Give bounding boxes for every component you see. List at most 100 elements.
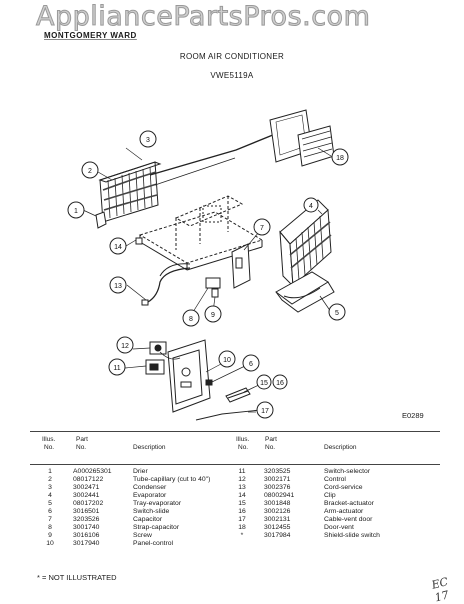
col-header-description-2: Description: [324, 444, 357, 451]
table-cell-desc: Shield-slide switch: [324, 532, 380, 539]
table-cell-illus: 10: [46, 540, 54, 547]
table-cell-desc: Evaporator: [133, 492, 167, 499]
brand-header: MONTGOMERY WARD: [44, 31, 137, 40]
svg-text:5: 5: [335, 310, 339, 317]
callout-1: 1: [67, 201, 85, 219]
evaporator-coil: [279, 199, 332, 288]
table-cell-part: 08017202: [73, 500, 104, 507]
callout-15: 15: [256, 374, 272, 390]
callout-14: 14: [109, 237, 127, 255]
table-top-rule: [30, 431, 440, 432]
table-cell-desc: Switch-selector: [324, 468, 371, 475]
watermark: AppliancePartsPros.com: [35, 1, 371, 33]
table-cell-illus: 16: [238, 508, 246, 515]
switch-selector: [145, 359, 165, 375]
callout-8: 8: [182, 309, 200, 327]
table-cell-illus: 18: [238, 524, 246, 531]
table-cell-illus: 5: [48, 500, 52, 507]
table-cell-desc: Door-vent: [324, 524, 354, 531]
table-cell-desc: Tube-capillary (cut to 40"): [133, 476, 211, 483]
col-header-description: Description: [133, 444, 166, 451]
bracket-actuator: [225, 387, 251, 403]
condenser-coil: [98, 161, 162, 223]
table-cell-part: 3001848: [264, 500, 291, 507]
svg-text:3: 3: [146, 137, 150, 144]
table-cell-illus: 7: [48, 516, 52, 523]
svg-text:1: 1: [74, 208, 78, 215]
footnote: * = NOT ILLUSTRATED: [37, 573, 117, 582]
callout-3: 3: [139, 130, 157, 148]
svg-text:12: 12: [121, 343, 129, 350]
svg-text:18: 18: [336, 155, 344, 162]
svg-text:6: 6: [249, 361, 253, 368]
callout-9: 9: [204, 305, 222, 323]
svg-text:8: 8: [189, 316, 193, 323]
table-cell-illus: 12: [238, 476, 246, 483]
table-cell-illus: 4: [48, 492, 52, 499]
table-cell-part: 3001740: [73, 524, 100, 531]
table-cell-part: A000265301: [73, 468, 112, 475]
table-cell-illus: 6: [48, 508, 52, 515]
svg-text:13: 13: [114, 283, 122, 290]
table-cell-part: 3002441: [73, 492, 100, 499]
callout-2: 2: [81, 161, 99, 179]
table-cell-illus: 13: [238, 484, 246, 491]
svg-text:14: 14: [114, 244, 122, 251]
callout-10: 10: [218, 350, 236, 368]
capacitor-strap: [205, 277, 221, 289]
table-cell-illus: 3: [48, 484, 52, 491]
table-cell-desc: Cord-service: [324, 484, 363, 491]
callout-7: 7: [253, 218, 271, 236]
table-cell-desc: Condenser: [133, 484, 167, 491]
control-panel: [167, 339, 211, 413]
table-cell-illus: 9: [48, 532, 52, 539]
table-cell-part: 3002171: [264, 476, 291, 483]
service-cord: [147, 267, 191, 303]
table-cell-part: 3002131: [264, 516, 291, 523]
vent-door: [269, 109, 335, 167]
table-cell-part: 3012455: [264, 524, 291, 531]
exploded-parts-diagram: 1 2 3 4 5 6 7 8 9 10 11 12 13 14 15 16 1…: [67, 109, 349, 421]
slide-switch: [205, 379, 213, 386]
table-cell-part: 3016501: [73, 508, 100, 515]
svg-text:9: 9: [211, 312, 215, 319]
table-cell-part: 3017984: [264, 532, 291, 539]
table-cell-desc: Screw: [133, 532, 152, 539]
table-cell-illus: 8: [48, 524, 52, 531]
table-cell-illus: 15: [238, 500, 246, 507]
svg-text:15: 15: [260, 380, 268, 387]
table-cell-illus: 14: [238, 492, 246, 499]
callout-16: 16: [272, 374, 288, 390]
screw: [211, 288, 219, 298]
table-cell-part: 08002941: [264, 492, 295, 499]
svg-text:17: 17: [261, 408, 269, 415]
clip: [135, 237, 143, 245]
table-cell-illus: 2: [48, 476, 52, 483]
table-cell-desc: Switch-slide: [133, 508, 170, 515]
table-cell-illus: 1: [48, 468, 52, 475]
callout-12: 12: [116, 336, 134, 354]
table-cell-desc: Capacitor: [133, 516, 163, 523]
table-cell-desc: Bracket-actuator: [324, 500, 374, 507]
table-cell-desc: Strap-capacitor: [133, 524, 180, 531]
model-number: VWE5119A: [210, 71, 254, 80]
table-cell-part: 3017940: [73, 540, 100, 547]
table-cell-desc: Cable-vent door: [324, 516, 373, 523]
col-header-illus-2: Illus.No.: [236, 436, 250, 451]
table-cell-part: 08017122: [73, 476, 104, 483]
drier-tube: [95, 211, 107, 229]
diagram-code: E0289: [402, 411, 424, 420]
callout-13: 13: [109, 276, 127, 294]
callout-18: 18: [331, 148, 349, 166]
callout-5: 5: [328, 303, 346, 321]
callout-11: 11: [108, 358, 126, 376]
table-header-rule: [30, 464, 440, 465]
handwritten-note: EC 17: [430, 575, 451, 604]
table-cell-desc: Control: [324, 476, 346, 483]
vent-cable: [195, 409, 261, 421]
svg-text:2: 2: [88, 168, 92, 175]
table-cell-part: 3002376: [264, 484, 291, 491]
table-cell-part: 3016106: [73, 532, 100, 539]
